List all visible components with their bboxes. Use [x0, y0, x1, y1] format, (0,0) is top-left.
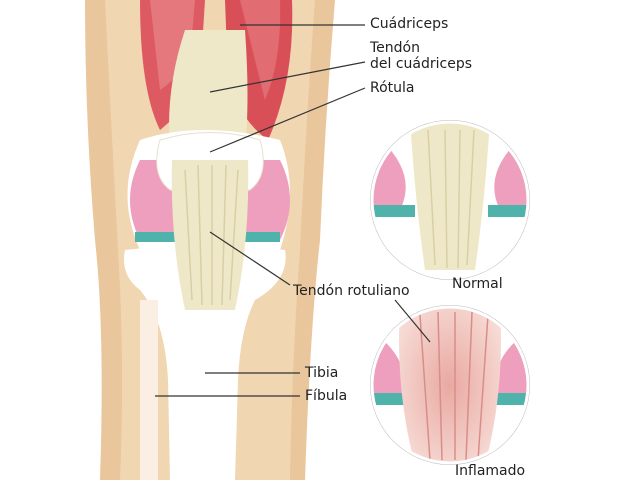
label-fibula: Fíbula: [305, 388, 348, 404]
label-normal: Normal: [452, 276, 503, 292]
tibia-bone: [124, 245, 286, 480]
inflamed-tendon-inset: [370, 305, 530, 465]
fibula-bone: [140, 300, 158, 480]
label-quadriceps-tendon-2: del cuádriceps: [370, 56, 473, 72]
label-patellar-tendon: Tendón rotuliano: [293, 283, 410, 299]
normal-tendon-inset: [370, 120, 530, 280]
label-patella: Rótula: [370, 80, 415, 96]
label-quadriceps: Cuádriceps: [370, 16, 449, 32]
label-inflamed: Inflamado: [455, 463, 526, 479]
label-tibia: Tibia: [305, 365, 339, 381]
quadriceps-tendon: [169, 30, 248, 150]
leader-lines: [155, 24, 431, 397]
label-quadriceps-tendon-1: Tendón: [370, 40, 420, 56]
